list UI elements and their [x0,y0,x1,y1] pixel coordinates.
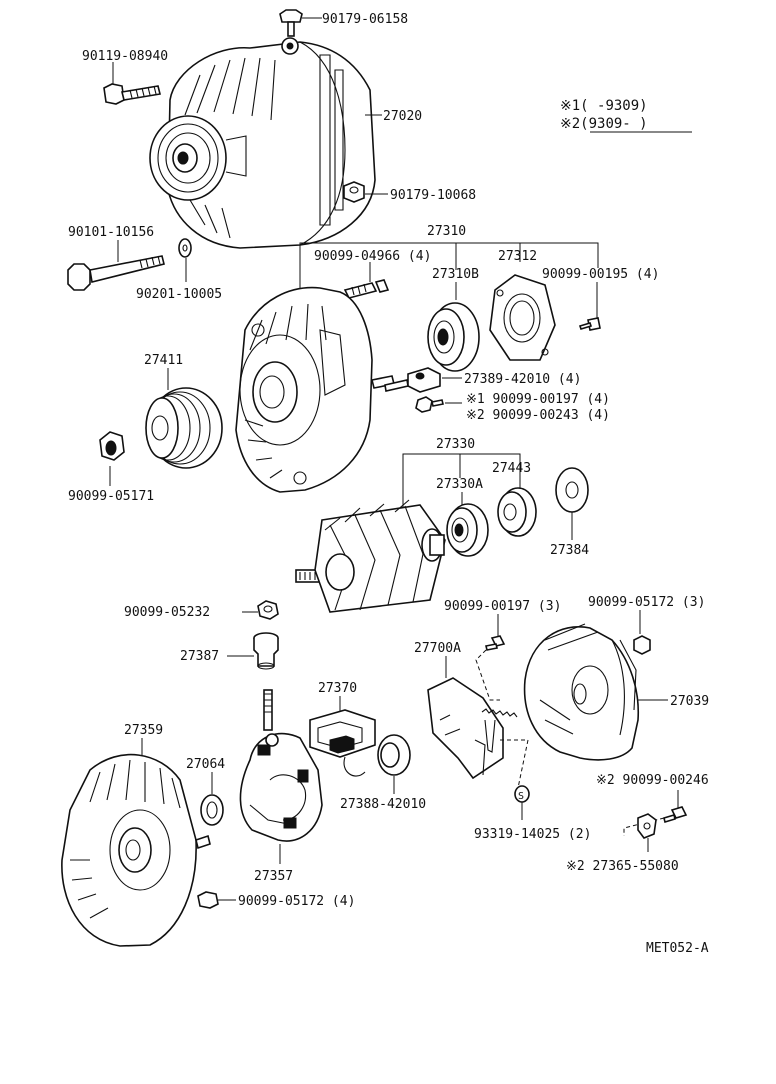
cover-443-part [497,487,537,537]
label-nut-side: 90179-10068 [390,188,476,203]
label-regulator: 27700A [414,641,461,656]
label-insulator: 27389-42010 (4) [464,372,581,387]
label-alternator-assy: 27020 [383,109,422,124]
nut-5171-part [99,431,125,461]
label-rotor-group: 27330 [436,437,475,452]
label-screw-246-star2: ※2 90099-00246 [596,773,709,788]
label-plate-384: 27384 [550,543,589,558]
bearing-330a-part [446,503,489,557]
label-screw-14025: 93319-14025 (2) [474,827,591,842]
label-screw-197-3: 90099-00197 (3) [444,599,561,614]
label-nut-5232: 90099-05232 [124,605,210,620]
seal-part [377,734,411,776]
legend-line-2: ※2(9309- ) [560,116,648,132]
regulator-part [427,677,518,780]
retainer-plate-part [489,274,556,361]
label-frame-group: 27310 [427,224,466,239]
label-bearing-330a: 27330A [436,477,483,492]
insulator-part [384,367,441,393]
rear-cover-part [523,623,640,761]
label-screw-197-star1: ※1 90099-00197 (4) [466,392,610,407]
label-bolt-top: 90179-06158 [322,12,408,27]
label-bolt-left: 90119-08940 [82,49,168,64]
rotor-part [295,499,446,613]
drive-end-frame-part [61,753,211,947]
label-screw-243-star2: ※2 90099-00243 (4) [466,408,610,423]
label-seal: 27388-42010 [340,797,426,812]
label-stud: 90099-04966 (4) [314,249,431,264]
label-nut-5171: 90099-05171 [68,489,154,504]
stud-part [343,279,390,299]
small-washer-part [178,238,192,258]
bushing-part [200,794,224,826]
label-terminal-5080-star2: ※2 27365-55080 [566,859,679,874]
label-screw-195: 90099-00195 (4) [542,267,659,282]
label-nut-5172-3: 90099-05172 (3) [588,595,705,610]
rectifier-part [239,689,323,842]
left-bolt-part [103,83,161,105]
label-nut-5172-4: 90099-05172 (4) [238,894,355,909]
legend-line-1: ※1( -9309) [560,98,648,114]
nut-5172-4-part [197,891,219,909]
screw-246-part [663,806,688,824]
plate-384-part [555,467,589,513]
top-bolt-part [279,9,303,37]
label-terminal-387: 27387 [180,649,219,664]
label-bearing-310b: 27310B [432,267,479,282]
screw-197-3-part [485,635,506,651]
nut-5232-part [257,600,279,620]
label-cover-443: 27443 [492,461,531,476]
label-rear-cover: 27039 [670,694,709,709]
nut-5172-3-part [633,635,651,655]
screw-195-part [578,317,601,331]
label-thru-bolt: 90101-10156 [68,225,154,240]
label-washer-small: 90201-10005 [136,287,222,302]
label-drive-end-frame: 27359 [124,723,163,738]
bearing-310b-part [427,302,480,372]
front-frame-part [235,286,395,493]
side-nut-part [343,181,365,203]
screw-14025-part: S [514,785,530,803]
legend: ※1( -9309) ※2(9309- ) [560,98,692,133]
terminal-5080-part [637,813,657,839]
label-bushing: 27064 [186,757,225,772]
diagram-code: MET052-A [646,941,709,956]
screw-197-243-part [415,396,444,413]
label-retainer: 27312 [498,249,537,264]
terminal-387-part [253,632,279,670]
label-rectifier: 27357 [254,869,293,884]
label-pulley: 27411 [144,353,183,368]
alternator-assembly-part [149,37,376,249]
svg-text:S: S [518,791,524,802]
label-brush-holder: 27370 [318,681,357,696]
through-bolt-part [67,255,165,291]
brush-holder-part [309,709,376,777]
pulley-part [145,387,223,469]
